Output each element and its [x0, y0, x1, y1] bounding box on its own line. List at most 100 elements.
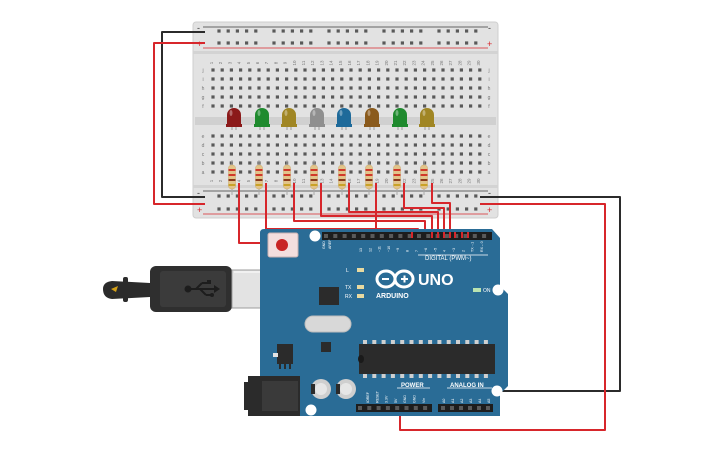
breadboard-hole[interactable] — [312, 104, 316, 108]
breadboard-hole[interactable] — [303, 170, 307, 174]
resistor[interactable] — [420, 160, 428, 195]
rail-hole[interactable] — [272, 207, 276, 211]
breadboard-hole[interactable] — [441, 143, 445, 147]
rail-hole[interactable] — [217, 194, 221, 198]
rail-hole[interactable] — [309, 29, 313, 33]
breadboard-hole[interactable] — [321, 86, 325, 90]
breadboard-hole[interactable] — [469, 134, 473, 138]
breadboard-hole[interactable] — [312, 152, 316, 156]
rail-hole[interactable] — [254, 29, 258, 33]
breadboard-hole[interactable] — [312, 86, 316, 90]
breadboard-hole[interactable] — [303, 152, 307, 156]
breadboard-hole[interactable] — [266, 161, 270, 165]
breadboard-hole[interactable] — [340, 134, 344, 138]
breadboard-hole[interactable] — [303, 95, 307, 99]
breadboard-hole[interactable] — [478, 77, 482, 81]
led[interactable] — [309, 108, 325, 130]
rail-hole[interactable] — [400, 207, 404, 211]
breadboard-hole[interactable] — [229, 152, 233, 156]
rail-hole[interactable] — [300, 29, 304, 33]
rail-hole[interactable] — [336, 41, 340, 45]
breadboard-hole[interactable] — [478, 95, 482, 99]
breadboard-hole[interactable] — [459, 104, 463, 108]
breadboard-hole[interactable] — [386, 104, 390, 108]
rail-hole[interactable] — [327, 41, 331, 45]
breadboard-hole[interactable] — [257, 68, 261, 72]
rail-hole[interactable] — [226, 29, 230, 33]
rail-hole[interactable] — [345, 41, 349, 45]
breadboard-hole[interactable] — [340, 143, 344, 147]
power-pin[interactable] — [413, 406, 418, 410]
breadboard-hole[interactable] — [349, 104, 353, 108]
rail-hole[interactable] — [245, 41, 249, 45]
breadboard-hole[interactable] — [367, 77, 371, 81]
breadboard-hole[interactable] — [266, 104, 270, 108]
breadboard-hole[interactable] — [340, 86, 344, 90]
breadboard-hole[interactable] — [248, 77, 252, 81]
breadboard-hole[interactable] — [367, 104, 371, 108]
breadboard-hole[interactable] — [321, 134, 325, 138]
breadboard-hole[interactable] — [404, 134, 408, 138]
resistor[interactable] — [338, 160, 346, 195]
breadboard-hole[interactable] — [377, 68, 381, 72]
breadboard-hole[interactable] — [211, 161, 215, 165]
breadboard-hole[interactable] — [367, 95, 371, 99]
breadboard-hole[interactable] — [340, 152, 344, 156]
rail-hole[interactable] — [446, 207, 450, 211]
rail-hole[interactable] — [391, 194, 395, 198]
breadboard-hole[interactable] — [423, 134, 427, 138]
rail-hole[interactable] — [281, 194, 285, 198]
digital-pin[interactable] — [472, 234, 477, 238]
breadboard-hole[interactable] — [312, 68, 316, 72]
rail-hole[interactable] — [455, 207, 459, 211]
breadboard-hole[interactable] — [478, 152, 482, 156]
power-pin[interactable] — [385, 406, 390, 410]
rail-hole[interactable] — [245, 194, 249, 198]
breadboard-hole[interactable] — [450, 152, 454, 156]
breadboard-hole[interactable] — [211, 170, 215, 174]
digital-pin[interactable] — [324, 234, 328, 238]
breadboard-hole[interactable] — [450, 143, 454, 147]
breadboard-hole[interactable] — [331, 95, 335, 99]
breadboard-hole[interactable] — [275, 68, 279, 72]
breadboard-hole[interactable] — [321, 143, 325, 147]
breadboard-hole[interactable] — [275, 134, 279, 138]
breadboard-hole[interactable] — [312, 134, 316, 138]
digital-pin[interactable] — [342, 234, 347, 238]
breadboard-hole[interactable] — [358, 170, 362, 174]
breadboard-hole[interactable] — [220, 143, 224, 147]
breadboard-hole[interactable] — [248, 68, 252, 72]
rail-hole[interactable] — [400, 29, 404, 33]
power-pin[interactable] — [404, 406, 409, 410]
rail-hole[interactable] — [437, 29, 441, 33]
breadboard-hole[interactable] — [248, 143, 252, 147]
breadboard-hole[interactable] — [450, 161, 454, 165]
digital-pin[interactable] — [426, 234, 431, 238]
rail-hole[interactable] — [355, 207, 359, 211]
breadboard-hole[interactable] — [404, 152, 408, 156]
rail-hole[interactable] — [272, 29, 276, 33]
breadboard-hole[interactable] — [413, 68, 417, 72]
breadboard-hole[interactable] — [413, 134, 417, 138]
rail-hole[interactable] — [400, 194, 404, 198]
digital-pin[interactable] — [333, 234, 338, 238]
breadboard-hole[interactable] — [377, 134, 381, 138]
breadboard-hole[interactable] — [257, 134, 261, 138]
breadboard-hole[interactable] — [239, 143, 243, 147]
resistor[interactable] — [255, 160, 263, 195]
breadboard-hole[interactable] — [358, 86, 362, 90]
breadboard-hole[interactable] — [220, 152, 224, 156]
breadboard-hole[interactable] — [432, 134, 436, 138]
rail-hole[interactable] — [281, 41, 285, 45]
breadboard-hole[interactable] — [395, 95, 399, 99]
rail-hole[interactable] — [254, 194, 258, 198]
led[interactable] — [364, 108, 380, 130]
digital-pin[interactable] — [407, 234, 412, 238]
breadboard-hole[interactable] — [211, 104, 215, 108]
breadboard-hole[interactable] — [266, 77, 270, 81]
breadboard-hole[interactable] — [229, 143, 233, 147]
led[interactable] — [281, 108, 297, 130]
breadboard-hole[interactable] — [395, 152, 399, 156]
rail-hole[interactable] — [465, 194, 469, 198]
breadboard-hole[interactable] — [377, 77, 381, 81]
